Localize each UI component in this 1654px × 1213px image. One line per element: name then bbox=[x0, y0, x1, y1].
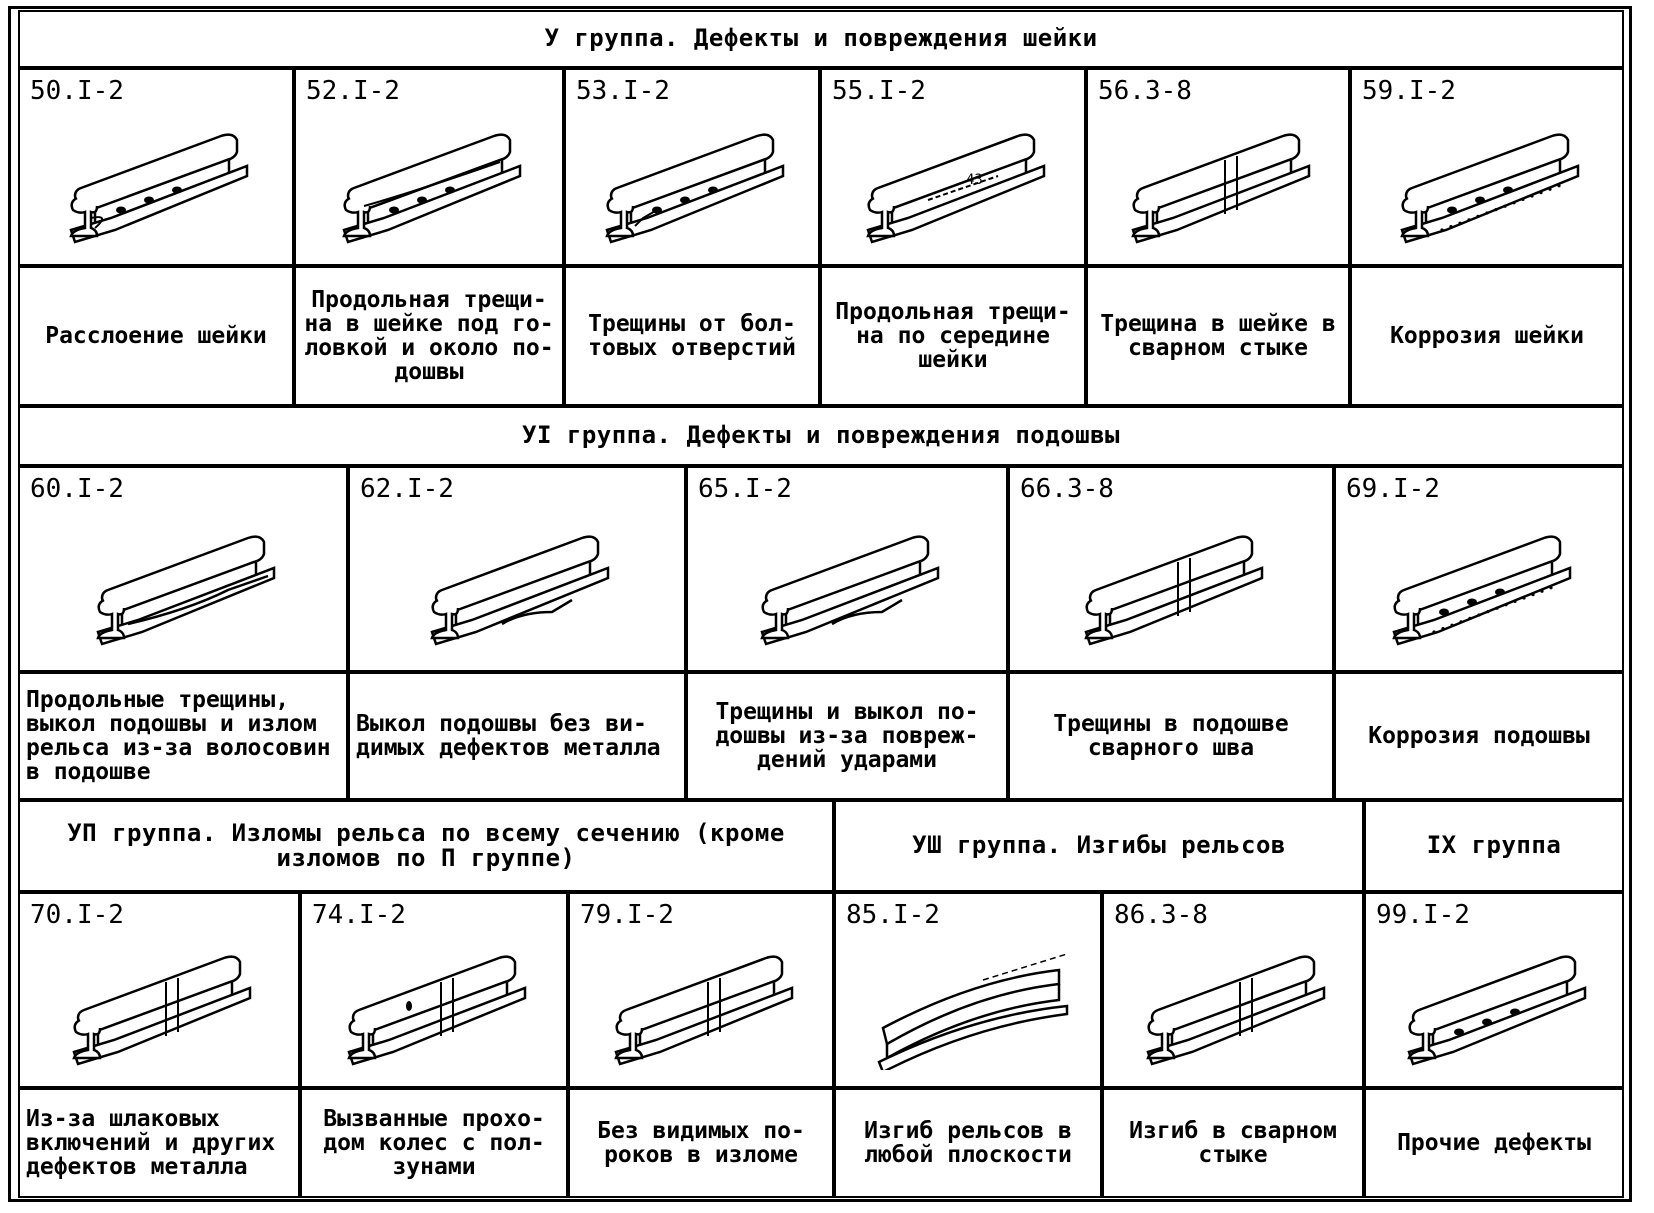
rail-base-chip-icon bbox=[412, 520, 622, 650]
rail-fracture-slag-icon bbox=[54, 940, 264, 1070]
rail-fracture-clean-icon bbox=[596, 940, 806, 1070]
defect-code: 85.I-2 bbox=[846, 900, 940, 930]
defect-picture-cell: 56.3-8 bbox=[1086, 68, 1350, 266]
defect-code: 70.I-2 bbox=[30, 900, 124, 930]
defect-description: Изгиб в сварном стыке bbox=[1102, 1088, 1364, 1198]
defect-description: Прочие дефекты bbox=[1364, 1088, 1624, 1198]
defect-description: Из-за шлаковых включений и других дефект… bbox=[18, 1088, 300, 1198]
defect-description: Продольные трещины, выкол подошвы и изло… bbox=[18, 672, 348, 800]
defect-picture-cell: 74.I-2 bbox=[300, 892, 568, 1088]
defect-description: Расслоение шейки bbox=[18, 266, 294, 406]
defect-picture-cell: 65.I-2 bbox=[686, 466, 1008, 672]
defect-code: 56.3-8 bbox=[1098, 76, 1192, 106]
group-title: УП группа. Изломы рельса по всему сечени… bbox=[18, 800, 834, 892]
defect-code: 99.I-2 bbox=[1376, 900, 1470, 930]
defect-picture-cell: 85.I-2 bbox=[834, 892, 1102, 1088]
rail-weld-base-crack-icon bbox=[1066, 520, 1276, 650]
group-title: УI группа. Дефекты и повреждения подошвы bbox=[18, 406, 1624, 466]
defect-picture-cell: 99.I-2 bbox=[1364, 892, 1624, 1088]
defect-description: Продольная трещи-на в шейке под го-ловко… bbox=[294, 266, 564, 406]
defect-description: Трещины и выкол по-дошвы из-за повреж-де… bbox=[686, 672, 1008, 800]
defect-code: 86.3-8 bbox=[1114, 900, 1208, 930]
rail-longitudinal-crack-icon bbox=[324, 118, 534, 248]
rail-base-split-icon bbox=[78, 520, 288, 650]
defect-code: 59.I-2 bbox=[1362, 76, 1456, 106]
defect-picture-cell: 60.I-2 bbox=[18, 466, 348, 672]
svg-text:43: 43 bbox=[966, 172, 983, 188]
defect-code: 50.I-2 bbox=[30, 76, 124, 106]
defect-code: 69.I-2 bbox=[1346, 474, 1440, 504]
rail-bolt-hole-crack-icon bbox=[587, 118, 797, 248]
defect-picture-cell: 55.I-2 43 bbox=[820, 68, 1086, 266]
defect-classification-table bbox=[8, 6, 1632, 1202]
defect-code: 53.I-2 bbox=[576, 76, 670, 106]
rail-neck-delamination-icon bbox=[51, 118, 261, 248]
defect-code: 60.I-2 bbox=[30, 474, 124, 504]
rail-weld-bend-icon bbox=[1128, 940, 1338, 1070]
rail-bend-icon bbox=[863, 940, 1073, 1071]
defect-description: Коррозия подошвы bbox=[1334, 672, 1624, 800]
group-title: УШ группа. Изгибы рельсов bbox=[834, 800, 1364, 892]
rail-weld-neck-crack-icon bbox=[1113, 118, 1323, 248]
defect-code: 55.I-2 bbox=[832, 76, 926, 106]
defect-code: 65.I-2 bbox=[698, 474, 792, 504]
defect-picture-cell: 52.I-2 bbox=[294, 68, 564, 266]
defect-picture-cell: 70.I-2 bbox=[18, 892, 300, 1088]
defect-description: Продольная трещи-на по середине шейки bbox=[820, 266, 1086, 406]
defect-code: 66.3-8 bbox=[1020, 474, 1114, 504]
group-title: У группа. Дефекты и повреждения шейки bbox=[18, 10, 1624, 68]
defect-description: Трещина в шейке в сварном стыке bbox=[1086, 266, 1350, 406]
defect-picture-cell: 62.I-2 bbox=[348, 466, 686, 672]
rail-mid-neck-crack-icon: 43 bbox=[848, 118, 1058, 248]
defect-picture-cell: 66.3-8 bbox=[1008, 466, 1334, 672]
rail-base-impact-icon bbox=[742, 520, 952, 650]
defect-picture-cell: 69.I-2 bbox=[1334, 466, 1624, 672]
defect-code: 79.I-2 bbox=[580, 900, 674, 930]
defect-code: 74.I-2 bbox=[312, 900, 406, 930]
group-title: IX группа bbox=[1364, 800, 1624, 892]
rail-neck-corrosion-icon bbox=[1382, 118, 1592, 248]
defect-picture-cell: 50.I-2 bbox=[18, 68, 294, 266]
defect-description: Без видимых по-роков в изломе bbox=[568, 1088, 834, 1198]
rail-base-corrosion-icon bbox=[1374, 520, 1584, 650]
defect-code: 52.I-2 bbox=[306, 76, 400, 106]
defect-description: Коррозия шейки bbox=[1350, 266, 1624, 406]
defect-picture-cell: 86.3-8 bbox=[1102, 892, 1364, 1088]
rail-other-defect-icon bbox=[1389, 940, 1599, 1070]
rail-fracture-wheel-icon bbox=[329, 940, 539, 1070]
defect-picture-cell: 59.I-2 bbox=[1350, 68, 1624, 266]
defect-description: Выкол подошвы без ви-димых дефектов мета… bbox=[348, 672, 686, 800]
defect-description: Трещины от бол-товых отверстий bbox=[564, 266, 820, 406]
defect-description: Вызванные прохо-дом колес с пол-зунами bbox=[300, 1088, 568, 1198]
defect-code: 62.I-2 bbox=[360, 474, 454, 504]
defect-description: Трещины в подошве сварного шва bbox=[1008, 672, 1334, 800]
defect-picture-cell: 53.I-2 bbox=[564, 68, 820, 266]
defect-picture-cell: 79.I-2 bbox=[568, 892, 834, 1088]
defect-description: Изгиб рельсов в любой плоскости bbox=[834, 1088, 1102, 1198]
